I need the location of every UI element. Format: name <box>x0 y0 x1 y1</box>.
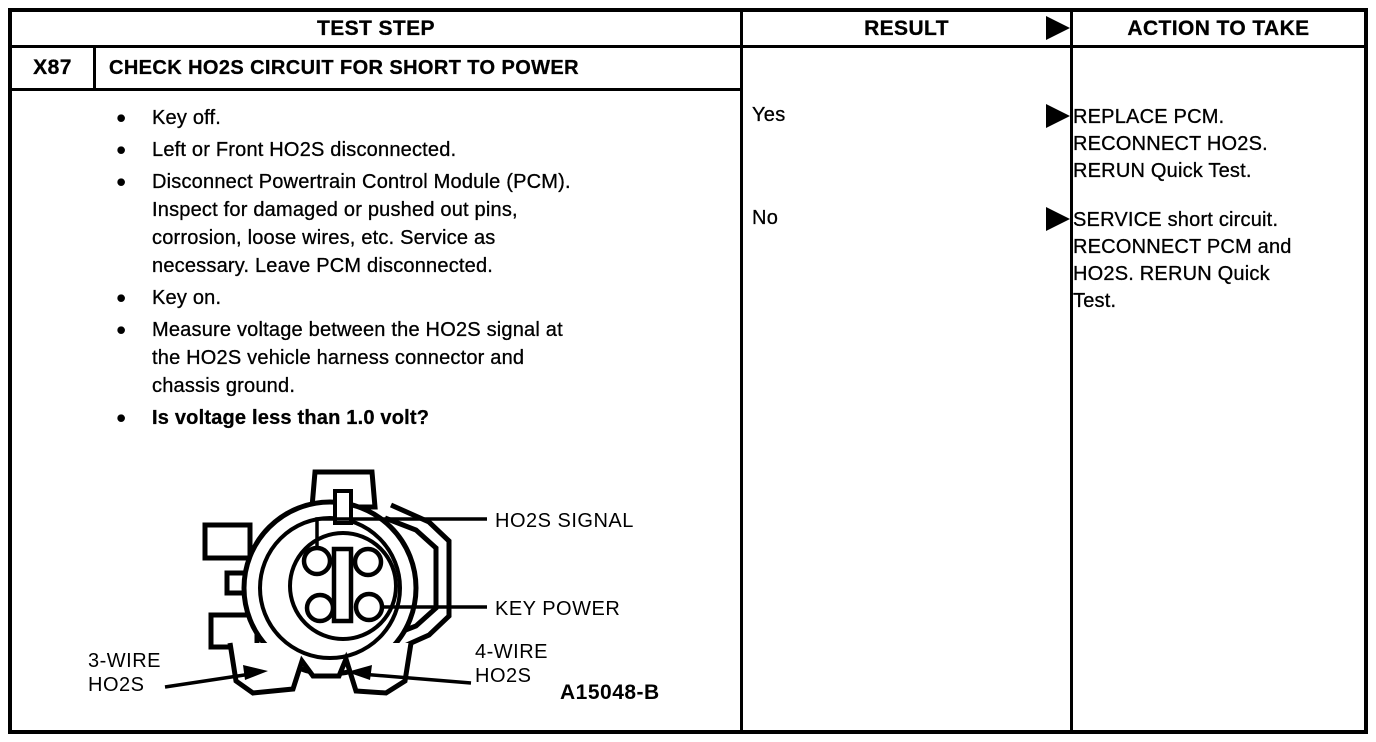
list-item: ● Disconnect Powertrain Control Module (… <box>116 168 616 280</box>
column-divider-2 <box>1070 12 1073 730</box>
action-line: SERVICE short circuit. <box>1073 209 1279 231</box>
pin <box>352 546 384 578</box>
action-line: REPLACE PCM. <box>1073 106 1225 128</box>
header-test-step: TEST STEP <box>12 12 740 45</box>
yes-arrow-icon <box>1046 104 1070 128</box>
procedure-line: the HO2S vehicle harness connector and <box>152 347 525 369</box>
action-line: Test. <box>1073 290 1117 312</box>
four-wire-arrowhead-icon <box>347 665 372 680</box>
procedure-line: chassis ground. <box>152 375 296 397</box>
action-no: SERVICE short circuit. RECONNECT PCM and… <box>1073 207 1361 315</box>
four-wire-pointer-line <box>360 672 472 685</box>
center-keyway <box>331 546 354 624</box>
header-action-label: ACTION TO TAKE <box>1127 16 1310 40</box>
action-line: RERUN Quick Test. <box>1073 160 1252 182</box>
list-item: ● Left or Front HO2S disconnected. <box>116 136 616 164</box>
step-code-divider <box>93 48 96 88</box>
list-item: ● Key off. <box>116 104 616 132</box>
header-action: ACTION TO TAKE <box>1073 12 1364 45</box>
action-line: RECONNECT PCM and <box>1073 236 1292 258</box>
three-wire-label-line1: 3-WIRE <box>88 650 161 672</box>
list-item: ● Measure voltage between the HO2S signa… <box>116 316 616 400</box>
three-wire-arrowhead-icon <box>243 665 268 680</box>
three-wire-pointer-line <box>164 672 252 689</box>
procedure-line: Key off. <box>152 107 222 129</box>
no-arrow-icon <box>1046 207 1070 231</box>
procedure-line: necessary. Leave PCM disconnected. <box>152 255 494 277</box>
connector-diagram: HO2S SIGNAL KEY POWER 3-WIRE HO2S 4-WIRE… <box>88 469 660 704</box>
three-wire-label-line2: HO2S <box>88 674 144 696</box>
result-arrow-icon <box>1046 16 1070 40</box>
procedure-line: corrosion, loose wires, etc. Service as <box>152 227 496 249</box>
action-line: HO2S. RERUN Quick <box>1073 263 1270 285</box>
bullet-icon: ● <box>116 288 127 307</box>
figure-code: A15048-B <box>560 681 660 704</box>
procedure-question-line: Is voltage less than 1.0 volt? <box>152 407 430 429</box>
top-tab-slot <box>333 489 353 525</box>
procedure-line: Left or Front HO2S disconnected. <box>152 139 457 161</box>
header-bottom-border <box>12 45 1364 48</box>
action-line: RECONNECT HO2S. <box>1073 133 1268 155</box>
connector-pins <box>301 545 385 624</box>
bullet-icon: ● <box>116 320 127 339</box>
result-no: No <box>752 207 779 229</box>
signal-label: HO2S SIGNAL <box>495 510 634 532</box>
header-test-step-label: TEST STEP <box>317 16 435 40</box>
action-yes: REPLACE PCM. RECONNECT HO2S. RERUN Quick… <box>1073 104 1361 185</box>
signal-pin <box>301 545 333 577</box>
pin <box>304 592 336 624</box>
procedure-line: Measure voltage between the HO2S signal … <box>152 319 563 341</box>
header-result-label: RESULT <box>864 16 949 40</box>
procedure-list: ● Key off. ● Left or Front HO2S disconne… <box>116 104 616 436</box>
leader-lines <box>164 517 487 689</box>
column-divider-1 <box>740 12 743 730</box>
bullet-icon: ● <box>116 108 127 127</box>
header-result: RESULT <box>743 12 1070 45</box>
step-code: X87 <box>33 56 72 79</box>
key-power-pin <box>353 591 385 623</box>
list-item: ● Key on. <box>116 284 616 312</box>
bullet-icon: ● <box>116 172 127 191</box>
list-item-question: ● Is voltage less than 1.0 volt? <box>116 404 616 432</box>
pinpoint-test-table: TEST STEP RESULT ACTION TO TAKE X87 CHEC… <box>8 8 1368 734</box>
four-wire-label-line1: 4-WIRE <box>475 641 548 663</box>
bullet-icon: ● <box>116 408 127 427</box>
procedure-line: Key on. <box>152 287 222 309</box>
bullet-icon: ● <box>116 140 127 159</box>
bottom-scallop-outline <box>227 642 414 696</box>
step-title: CHECK HO2S CIRCUIT FOR SHORT TO POWER <box>109 56 580 79</box>
result-yes: Yes <box>752 104 786 126</box>
key-power-label: KEY POWER <box>495 598 620 620</box>
signal-leader-line <box>315 517 487 549</box>
procedure-line: Inspect for damaged or pushed out pins, <box>152 199 518 221</box>
bottom-scallop-fill <box>230 643 411 693</box>
four-wire-label-line2: HO2S <box>475 665 531 687</box>
step-row-border <box>12 88 740 91</box>
procedure-line: Disconnect Powertrain Control Module (PC… <box>152 171 571 193</box>
